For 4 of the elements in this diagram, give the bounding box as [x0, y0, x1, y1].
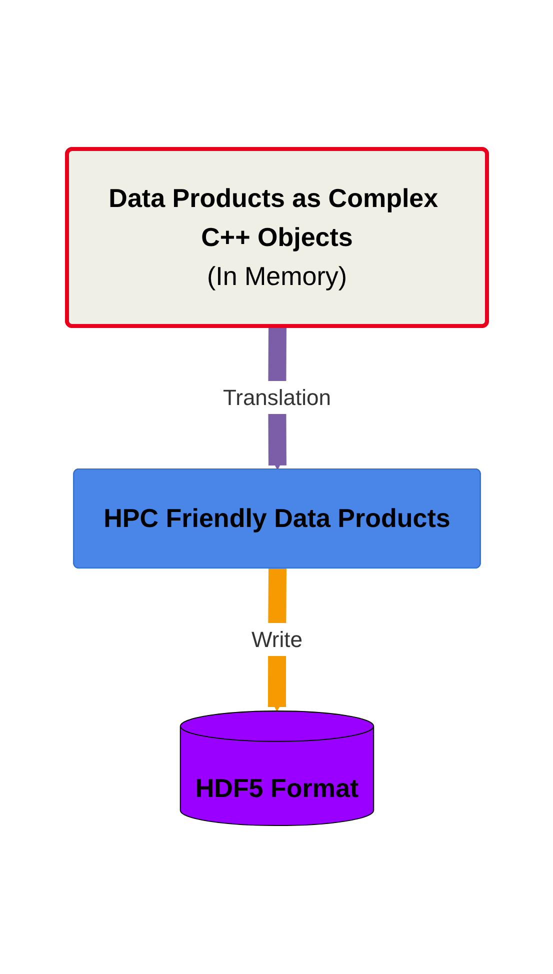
edge-label: Translation [222, 384, 331, 410]
arrow [268, 568, 286, 712]
edge-label: Write [251, 626, 302, 652]
arrow [268, 326, 286, 470]
